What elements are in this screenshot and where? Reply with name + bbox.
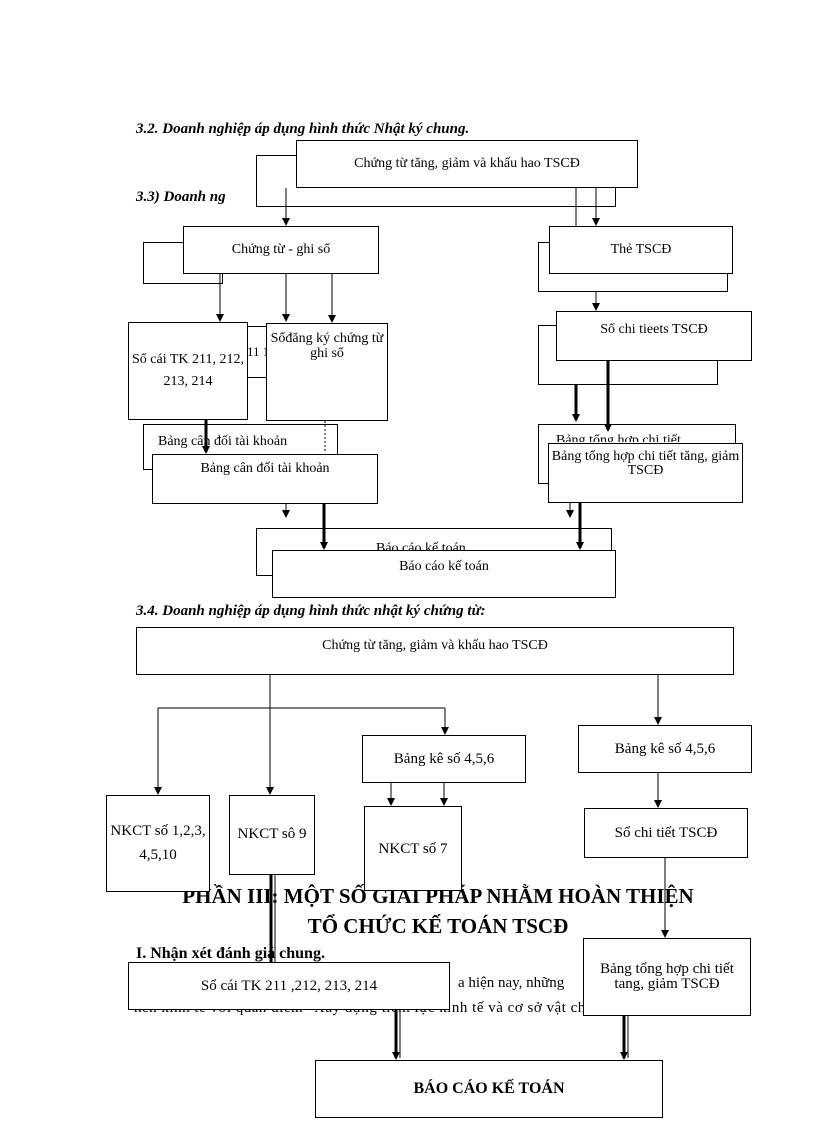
- s34-report-box: BÁO CÁO KẾ TOÁN: [315, 1060, 663, 1118]
- part-iii-subheading: I. Nhận xét đánh giá chung.: [136, 945, 325, 962]
- heading-3-3: 3.3) Doanh ng: [136, 189, 226, 205]
- s34-nkct-7-box: NKCT số 7: [364, 806, 462, 891]
- heading-3-2: 3.2. Doanh nghiệp áp dụng hình thức Nhật…: [136, 121, 470, 137]
- s34-top-voucher-box: Chứng từ tăng, giảm và khấu hao TSCĐ: [136, 627, 734, 675]
- s33-register-box: Sổđăng ký chứng từ ghi sổ: [266, 323, 388, 421]
- part-iii-title-line2: TỔ CHỨC KẾ TOÁN TSCĐ: [307, 914, 569, 938]
- s33-summary-back-label: Bảng tổng hợp chi tiết: [556, 433, 681, 442]
- s34-nkct-9-box: NKCT sô 9: [229, 795, 315, 875]
- s34-table-right-box: Bảng kê số 4,5,6: [578, 725, 752, 773]
- s33-top-voucher-box: Chứng từ tăng, giảm và khấu hao TSCĐ: [296, 140, 638, 188]
- s33-report-back-label: Báo cáo kế toán: [376, 541, 466, 551]
- s33-trial-balance-back-label: Bảng cân đối tài khoản: [158, 434, 288, 449]
- s34-summary-box: Bảng tổng hợp chi tiết tang, giảm TSCĐ: [583, 938, 751, 1016]
- s33-asset-card-box: Thẻ TSCĐ: [549, 226, 733, 274]
- s34-table-mid-box: Bảng kê số 4,5,6: [362, 735, 526, 783]
- s33-general-ledger-box: Sổ cái TK 211, 212, 213, 214: [128, 322, 248, 420]
- s33-trial-balance-box: Bảng cân đối tài khoản: [152, 454, 378, 504]
- s33-summary-box: Bảng tổng hợp chi tiết tăng, giảm TSCĐ: [548, 443, 743, 503]
- s34-nkct-1-box: NKCT số 1,2,3, 4,5,10: [106, 795, 210, 892]
- s34-general-ledger-box: Sổ cái TK 211 ,212, 213, 214: [128, 962, 450, 1010]
- s33-voucher-record-box: Chứng từ - ghi sổ: [183, 226, 379, 274]
- s33-report-box: Báo cáo kế toán: [272, 550, 616, 598]
- s33-detail-ledger-box: Sổ chi tieets TSCĐ: [556, 311, 752, 361]
- heading-3-4: 3.4. Doanh nghiệp áp dụng hình thức nhật…: [136, 603, 486, 619]
- part-iii-body-line1: a hiện nay, những: [458, 975, 565, 991]
- s34-detail-ledger-box: Sổ chi tiết TSCĐ: [584, 808, 748, 858]
